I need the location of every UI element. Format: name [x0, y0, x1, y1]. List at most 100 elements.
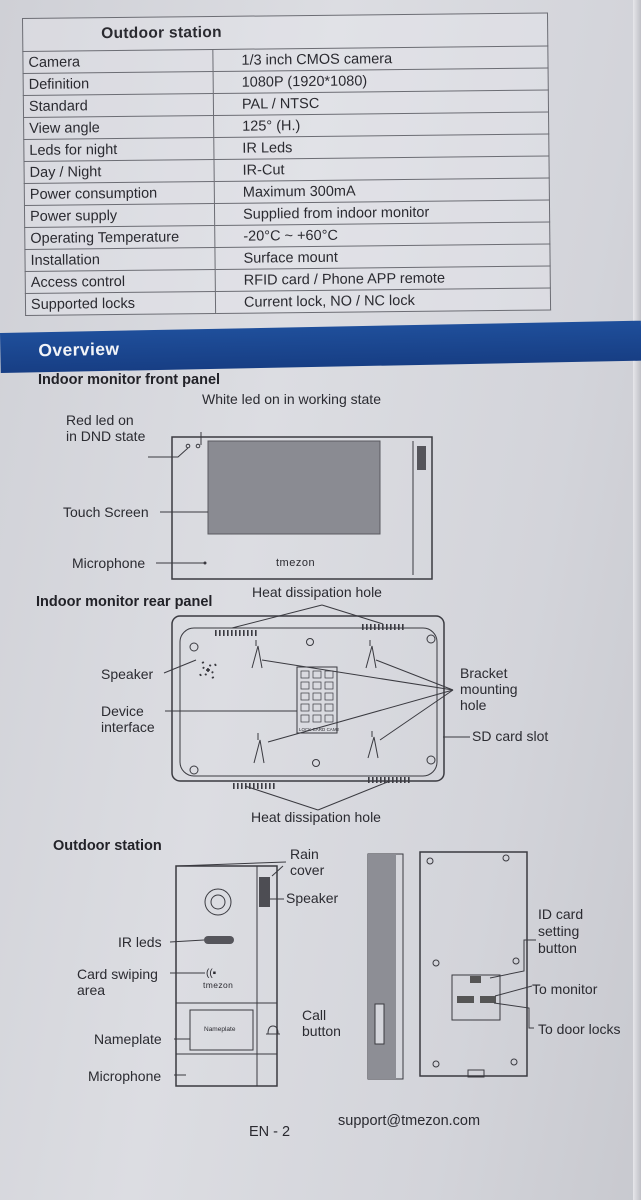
heat-vent-slot	[402, 624, 404, 630]
speaker-hole	[211, 671, 214, 674]
heat-vent-slot	[380, 777, 382, 783]
card-area-label: Card swiping area	[77, 966, 158, 998]
heat-vent-slot	[261, 783, 263, 789]
white-led	[195, 443, 201, 449]
ir-leds	[204, 936, 234, 944]
id-card-setting-button	[470, 976, 481, 983]
outdoor-speaker-label: Speaker	[286, 890, 339, 906]
heat-vent-slot	[408, 777, 410, 783]
heat-vent-slot	[245, 783, 247, 789]
heat-vent-slot	[237, 783, 239, 789]
heat-vent-slot	[255, 630, 257, 636]
ir-leds-label: IR leds	[118, 934, 162, 950]
heat-vent-slot	[235, 630, 237, 636]
speaker-hole	[199, 674, 202, 677]
heat-vent-slot	[219, 630, 221, 636]
interface-port-labels: LOCK CARD CAM2	[299, 727, 340, 732]
heat-vent-slot	[233, 783, 235, 789]
heat-vent-slot	[398, 624, 400, 630]
interface-port	[312, 714, 322, 723]
front-microphone-label: Microphone	[72, 555, 146, 571]
speaker-hole	[212, 676, 215, 679]
speaker-hole	[205, 673, 207, 676]
monitor-rear-body	[171, 615, 445, 782]
heat-vent-slot	[366, 624, 368, 630]
front-panel-title: Indoor monitor front panel	[38, 372, 221, 388]
heat-vent-slot	[362, 624, 364, 630]
heat-vent-slot	[251, 630, 253, 636]
outdoor-microphone-label: Microphone	[88, 1068, 162, 1084]
heat-vent-slot	[374, 624, 376, 630]
heat-vent-slot	[249, 783, 251, 789]
heat-vent-slot	[243, 630, 245, 636]
heat-vent-slot	[273, 783, 275, 789]
speaker-hole	[202, 667, 205, 669]
interface-port	[312, 692, 322, 701]
heat-vent-slot	[223, 630, 225, 636]
interface-port	[324, 681, 334, 690]
rear-panel-title: Indoor monitor rear panel	[36, 594, 213, 610]
red-led	[185, 443, 191, 449]
heat-vent-slot	[372, 777, 374, 783]
heat-vent-slot	[269, 783, 271, 789]
rear-speaker-label: Speaker	[101, 666, 154, 682]
back-view	[419, 851, 528, 1077]
speaker-hole	[206, 668, 209, 670]
speaker-hole	[214, 663, 217, 666]
heat-vent-slot	[253, 783, 255, 789]
outdoor-station-title: Outdoor station	[53, 838, 162, 854]
interface-port	[324, 692, 334, 701]
sd-card-slot-label: SD card slot	[472, 728, 549, 744]
heat-vent-slot	[376, 777, 378, 783]
id-card-setting-label: ID card setting button	[538, 906, 584, 956]
page-number: EN - 2	[249, 1124, 291, 1140]
red-led-label: Red led on in DND state	[66, 412, 146, 444]
heat-vent-slot	[215, 630, 217, 636]
nameplate-label: Nameplate	[94, 1031, 162, 1047]
interface-port	[324, 714, 334, 723]
rain-cover-label: Rain cover	[290, 846, 325, 878]
to-door-locks-label: To door locks	[538, 1021, 621, 1037]
heat-vent-slot	[404, 777, 406, 783]
call-button-label: Call button	[302, 1007, 341, 1039]
heat-vent-slot	[396, 777, 398, 783]
heat-vent-slot	[231, 630, 233, 636]
interface-port	[300, 670, 310, 679]
heat-vent-slot	[227, 630, 229, 636]
heat-vent-slot	[384, 777, 386, 783]
touch-screen-label: Touch Screen	[63, 504, 149, 520]
interface-port	[324, 670, 334, 679]
bracket-hole-label: Bracket mounting hole	[460, 665, 518, 713]
outdoor-speaker-grille	[259, 877, 270, 907]
interface-port	[324, 703, 334, 712]
front-brand-logo: tmezon	[276, 557, 316, 569]
heat-vent-slot	[257, 783, 259, 789]
nameplate-box	[189, 1009, 254, 1051]
white-led-label: White led on in working state	[202, 391, 381, 407]
heat-vent-slot	[392, 777, 394, 783]
heat-hole-bottom-label: Heat dissipation hole	[251, 809, 381, 825]
heat-vent-slot	[239, 630, 241, 636]
interface-port	[300, 703, 310, 712]
interface-port	[312, 670, 322, 679]
monitor-front-body	[171, 436, 433, 580]
monitor-connector	[457, 996, 474, 1003]
heat-vent-slot	[390, 624, 392, 630]
speaker-hole	[209, 664, 211, 667]
call-bell-icon	[266, 1025, 280, 1035]
nameplate-text: Nameplate	[204, 1026, 236, 1033]
heat-vent-slot	[400, 777, 402, 783]
interface-port	[312, 681, 322, 690]
touch-screen	[207, 440, 381, 535]
front-speaker-grille	[417, 446, 426, 470]
interface-port	[300, 692, 310, 701]
speaker-hole	[201, 661, 204, 664]
heat-vent-slot	[378, 624, 380, 630]
heat-vent-slot	[394, 624, 396, 630]
rear-inner-outline	[179, 627, 438, 777]
device-interface-label: Device interface	[101, 703, 155, 735]
heat-vent-slot	[265, 783, 267, 789]
heat-vent-slot	[370, 624, 372, 630]
interface-port	[300, 681, 310, 690]
